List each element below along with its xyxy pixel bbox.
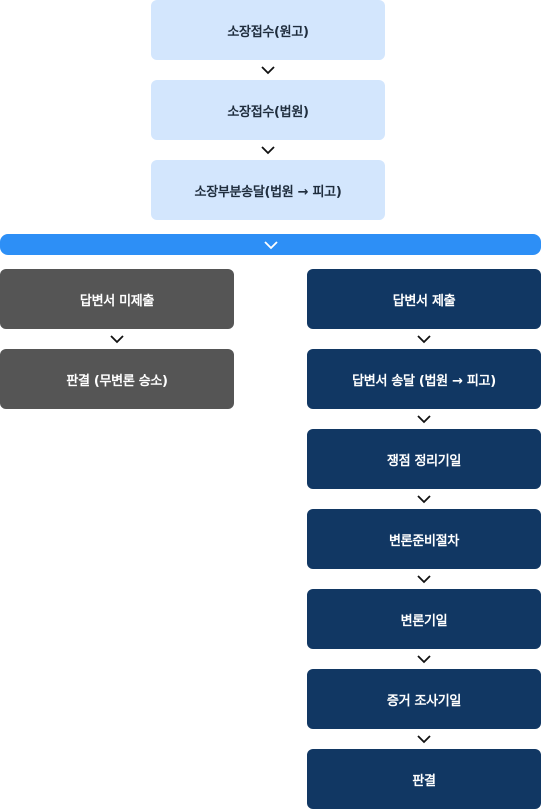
chevron-down-icon: [417, 655, 431, 664]
step-label: 증거 조사기일: [386, 693, 462, 709]
chevron-down-icon: [417, 575, 431, 584]
step-evidence-hearing: 증거 조사기일: [307, 669, 541, 729]
step-label: 쟁점 정리기일: [386, 453, 462, 469]
chevron-down-icon: [417, 495, 431, 504]
step-label: 변론기일: [400, 613, 448, 629]
step-label: 답변서 송달 (법원 → 피고): [352, 373, 496, 389]
step-default-judgment: 판결 (무변론 승소): [0, 349, 234, 409]
step-no-answer: 답변서 미제출: [0, 269, 234, 329]
step-label: 답변서 미제출: [79, 293, 155, 309]
step-complaint-service: 소장부분송달(법원 → 피고): [151, 160, 385, 220]
chevron-down-icon: [261, 146, 275, 155]
step-label: 답변서 제출: [392, 293, 456, 309]
step-label: 소장부분송달(법원 → 피고): [194, 184, 342, 200]
step-label: 변론준비절차: [389, 533, 459, 549]
split-banner: [0, 234, 541, 255]
step-answer-submitted: 답변서 제출: [307, 269, 541, 329]
step-label: 소장접수(원고): [227, 24, 309, 40]
step-pleading-hearing: 변론기일: [307, 589, 541, 649]
step-issue-hearing: 쟁점 정리기일: [307, 429, 541, 489]
step-pretrial-procedure: 변론준비절차: [307, 509, 541, 569]
chevron-down-icon: [417, 335, 431, 344]
step-complaint-filing-court: 소장접수(법원): [151, 80, 385, 140]
step-judgment: 판결: [307, 749, 541, 809]
step-complaint-filing-plaintiff: 소장접수(원고): [151, 0, 385, 60]
chevron-down-icon: [110, 335, 124, 344]
chevron-down-icon: [417, 415, 431, 424]
chevron-down-icon: [261, 66, 275, 75]
step-answer-service: 답변서 송달 (법원 → 피고): [307, 349, 541, 409]
chevron-down-icon: [263, 240, 278, 249]
step-label: 소장접수(법원): [227, 104, 309, 120]
step-label: 판결 (무변론 승소): [66, 373, 168, 389]
step-label: 판결: [412, 773, 436, 789]
chevron-down-icon: [417, 735, 431, 744]
